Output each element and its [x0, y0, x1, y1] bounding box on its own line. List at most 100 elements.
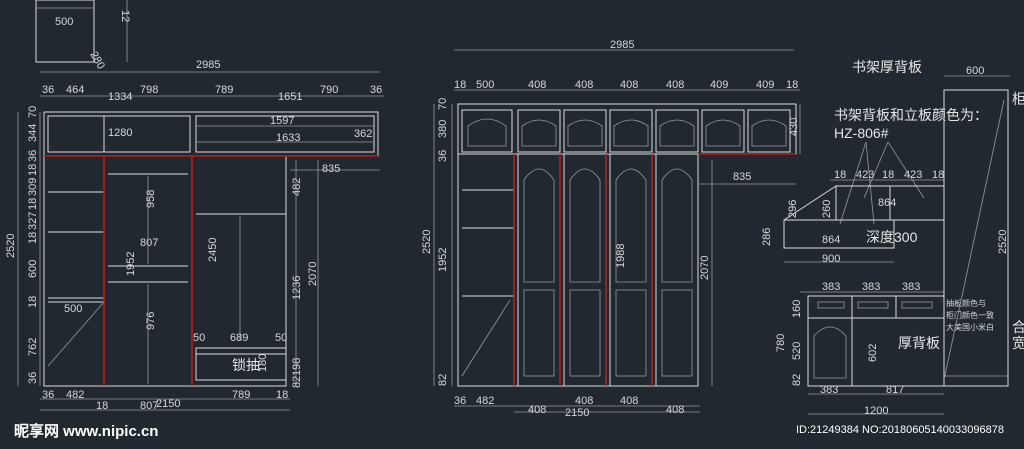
dim: 689	[230, 332, 248, 344]
dim: 327	[27, 212, 39, 230]
dim: 18	[882, 169, 894, 181]
dim: 2450	[207, 238, 219, 262]
dim: 423	[856, 169, 874, 181]
watermark-id: ID:21249384 NO:20180605140033096878	[796, 424, 1004, 436]
dim: 296	[787, 200, 799, 218]
dim: 362	[354, 128, 372, 140]
dim: 1633	[276, 132, 300, 144]
dim: 798	[140, 84, 158, 96]
dim: 790	[320, 84, 338, 96]
dim: 82	[437, 374, 449, 386]
dim: 408	[620, 79, 638, 91]
note-title: 书架厚背板	[852, 59, 922, 75]
dim: 430	[788, 118, 800, 136]
edge-char: 合	[1012, 319, 1024, 335]
dim: 260	[821, 200, 833, 218]
dim: 1952	[437, 248, 449, 272]
dim: 36	[454, 395, 466, 407]
dim: 2070	[699, 256, 711, 280]
dim: 780	[775, 334, 787, 352]
note-small: 大美国小米白	[946, 322, 994, 332]
dim: 408	[620, 395, 638, 407]
dim: 160	[791, 300, 803, 318]
dim: 18	[786, 79, 798, 91]
note-color: 书架背板和立板颜色为：	[834, 107, 988, 123]
dim: 408	[575, 79, 593, 91]
dim: 18	[27, 198, 39, 210]
edge-char: 宽	[1012, 335, 1024, 351]
dim: 2520	[997, 230, 1009, 254]
dim: 18	[454, 79, 466, 91]
dim: 835	[733, 171, 751, 183]
dim: 408	[666, 79, 684, 91]
dim: 2520	[421, 230, 433, 254]
right-details: 书架厚背板 600 书架背板和立板颜色为： HZ-806# 18 423 18 …	[761, 59, 1024, 417]
dim: 1988	[615, 244, 627, 268]
dim: 600	[27, 260, 39, 278]
dim: 383	[820, 384, 838, 396]
dim: 1200	[864, 405, 888, 417]
dim: 408	[528, 404, 546, 416]
dim: 482	[66, 389, 84, 401]
watermark: 昵享网 www.nipic.cn ID:21249384 NO:20180605…	[14, 422, 1004, 440]
dim: 18	[27, 232, 39, 244]
dim: 482	[476, 395, 494, 407]
dim: 789	[215, 84, 233, 96]
dim: 36	[27, 150, 39, 162]
dim: 1651	[278, 91, 302, 103]
dim: 1597	[270, 115, 294, 127]
dim: 602	[867, 344, 879, 362]
dim: 807	[140, 237, 158, 249]
dim: 864	[878, 197, 896, 209]
dim: 864	[822, 234, 840, 246]
dim: 383	[902, 281, 920, 293]
dim: 198	[291, 358, 303, 376]
left-elevation: 500 12 280 2985 36 464 798 789 790 36 13…	[5, 0, 384, 412]
mid-overall-dim: 2985	[610, 39, 634, 51]
dim: 50	[193, 332, 205, 344]
dim: 70	[27, 106, 39, 118]
dim: 2070	[307, 262, 319, 286]
dim: 464	[66, 84, 84, 96]
dim: 18	[932, 169, 944, 181]
dim: 520	[791, 342, 803, 360]
note-small: 抽板颜色与	[946, 298, 986, 308]
dim: 408	[666, 404, 684, 416]
dim: 82	[291, 376, 303, 388]
dim: 286	[761, 228, 773, 246]
dim: 482	[291, 178, 303, 196]
dim: 817	[886, 384, 904, 396]
middle-elevation: 2985 18 500 408 408 408 408 409 409 18	[421, 39, 801, 419]
dim: 600	[966, 65, 984, 77]
dim: 36	[437, 150, 449, 162]
drawer-label: 锁抽	[232, 357, 260, 373]
dim: 36	[42, 389, 54, 401]
watermark-logo: 昵享网 www.nipic.cn	[14, 422, 158, 440]
edge-char: 柜	[1012, 91, 1024, 107]
dim: 500	[64, 303, 82, 315]
dim: 2520	[5, 234, 17, 258]
dim: 344	[27, 124, 39, 142]
dim: 180	[257, 354, 269, 372]
dim: 835	[322, 163, 340, 175]
dim: 1952	[125, 252, 137, 276]
dim: 18	[27, 164, 39, 176]
dim: 1236	[291, 276, 303, 300]
dim: 380	[437, 120, 449, 138]
dim: 50	[275, 332, 287, 344]
dim: 976	[145, 312, 157, 330]
dim: 36	[370, 84, 382, 96]
dim: 500	[476, 79, 494, 91]
dim: 789	[232, 389, 250, 401]
dim: 408	[528, 79, 546, 91]
dim: 18	[834, 169, 846, 181]
note-code: HZ-806#	[834, 125, 889, 141]
dim: 762	[27, 338, 39, 356]
dim: 1334	[108, 91, 132, 103]
dim: 70	[437, 98, 449, 110]
dim: 18	[276, 389, 288, 401]
dim: 423	[904, 169, 922, 181]
dim: 408	[575, 395, 593, 407]
dim: 383	[822, 281, 840, 293]
